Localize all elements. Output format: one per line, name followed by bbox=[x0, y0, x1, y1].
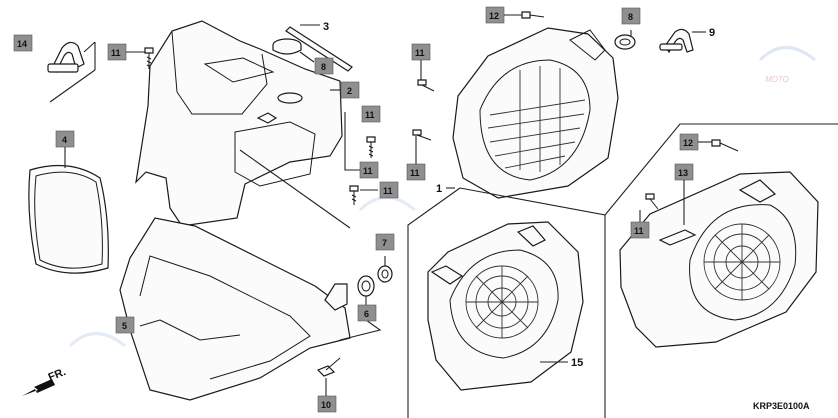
fan-grill bbox=[487, 66, 586, 172]
callout-text: 8 bbox=[628, 12, 633, 22]
callout-11b: 11 bbox=[361, 105, 381, 123]
front-direction-arrow: FR. bbox=[22, 366, 68, 396]
part-shroud-5 bbox=[119, 217, 351, 401]
callout-text: 11 bbox=[363, 166, 373, 176]
callout-text: 7 bbox=[382, 238, 387, 248]
callout-text: 9 bbox=[709, 27, 715, 39]
callout-text: 2 bbox=[347, 86, 352, 96]
callout-6: 6 bbox=[357, 304, 377, 322]
callout-text: 1 bbox=[436, 183, 442, 195]
part-bolt-11f bbox=[412, 129, 432, 141]
part-shroud-2 bbox=[135, 20, 351, 229]
part-fan-cover-13 bbox=[604, 123, 838, 348]
part-bolt-11b bbox=[344, 112, 376, 171]
part-grommet-8 bbox=[272, 38, 315, 63]
watermark-logo: MOTO bbox=[758, 46, 816, 84]
part-bolt-12 bbox=[521, 11, 545, 19]
callout-text: 15 bbox=[571, 357, 583, 369]
callout-text: 10 bbox=[321, 400, 331, 410]
callout-11g: 11 bbox=[630, 221, 650, 239]
callout-text: 6 bbox=[364, 309, 369, 319]
part-gasket-4 bbox=[28, 147, 109, 274]
diagram-code: KRP3E0100A bbox=[753, 401, 810, 411]
callout-text: 5 bbox=[122, 321, 127, 331]
part-bolt-11e bbox=[417, 79, 435, 92]
part-bolt-12b bbox=[711, 139, 739, 152]
callout-text: 11 bbox=[111, 48, 121, 58]
part-bolt-11g bbox=[639, 193, 659, 222]
part-clamp-14 bbox=[47, 41, 96, 103]
fan-grill-13 bbox=[703, 223, 781, 301]
part-bolt-11d bbox=[349, 185, 378, 205]
watermark-text: MOTO bbox=[765, 75, 789, 84]
callout-8a: 8 bbox=[314, 57, 334, 75]
callout-11a: 11 bbox=[107, 43, 145, 61]
watermark-logo bbox=[358, 196, 416, 212]
callout-text: 12 bbox=[683, 138, 693, 148]
callout-text: 8 bbox=[321, 62, 326, 72]
callout-text: 11 bbox=[365, 110, 375, 120]
callout-text: 3 bbox=[323, 21, 329, 33]
part-grommet-7 bbox=[377, 256, 393, 283]
callout-12a: 12 bbox=[485, 6, 522, 24]
part-clamp-9 bbox=[659, 28, 706, 54]
part-15-frame bbox=[407, 187, 606, 418]
fan-grill-15 bbox=[465, 265, 539, 339]
callout-5: 5 bbox=[115, 316, 135, 334]
callout-7: 7 bbox=[375, 233, 395, 251]
callout-4: 4 bbox=[55, 130, 75, 148]
part-grommet-8b bbox=[614, 30, 636, 50]
callout-text: 11 bbox=[415, 48, 425, 58]
callout-text: 12 bbox=[489, 11, 499, 21]
callout-8b: 8 bbox=[621, 7, 641, 25]
callout-3: 3 bbox=[323, 21, 329, 33]
callout-text: 11 bbox=[383, 186, 393, 196]
part-fan-cover-1 bbox=[446, 27, 619, 199]
callout-text: 11 bbox=[634, 226, 644, 236]
callout-1: 1 bbox=[436, 183, 442, 195]
callout-13: 13 bbox=[674, 163, 694, 181]
callout-15: 15 bbox=[571, 357, 583, 369]
callout-2: 2 bbox=[340, 81, 360, 99]
part-grommet-6 bbox=[357, 275, 375, 306]
callout-11c: 11 bbox=[359, 161, 379, 179]
callout-text: 13 bbox=[678, 168, 688, 178]
callout-12b: 12 bbox=[679, 133, 712, 151]
part-strip-3 bbox=[285, 24, 353, 72]
part-bolt-10 bbox=[316, 357, 341, 396]
part-bolt-11 bbox=[144, 47, 154, 69]
callout-11f: 11 bbox=[406, 136, 426, 181]
direction-label: FR. bbox=[47, 366, 68, 384]
callout-14: 14 bbox=[13, 34, 33, 52]
callout-11e: 11 bbox=[411, 43, 431, 80]
callout-text: 14 bbox=[17, 39, 27, 49]
callout-text: 4 bbox=[62, 135, 67, 145]
callout-9: 9 bbox=[709, 27, 715, 39]
callout-text: 11 bbox=[410, 168, 420, 178]
watermark-logo bbox=[68, 332, 126, 348]
callout-10: 10 bbox=[317, 395, 337, 413]
callout-11d: 11 bbox=[379, 181, 399, 199]
